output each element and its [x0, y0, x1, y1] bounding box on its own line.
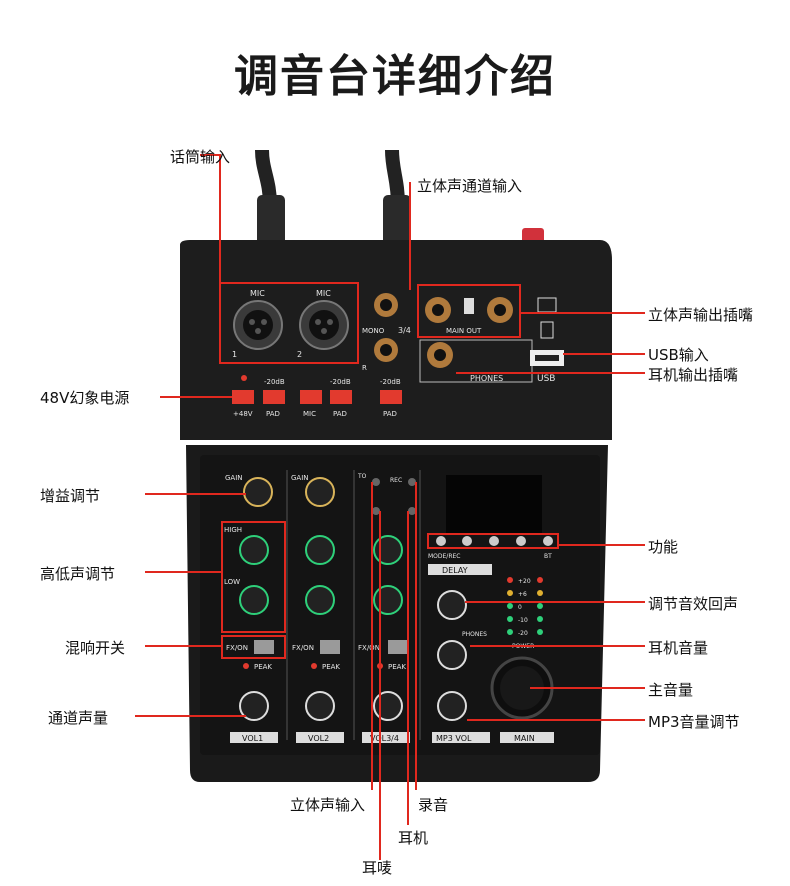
meter-4: -20	[518, 630, 528, 637]
usb-label: USB	[537, 374, 555, 384]
gain-label-2: GAIN	[291, 474, 309, 482]
main-out-label: MAIN OUT	[446, 327, 482, 335]
peak-label-3: PEAK	[388, 663, 406, 671]
callout-record: 录音	[418, 796, 449, 814]
callout-earphone-mic: 耳唛	[362, 859, 393, 877]
minus20db-3: -20dB	[380, 378, 401, 386]
top-panel	[180, 240, 612, 440]
mic-btn-label: MIC	[303, 410, 316, 418]
high-label-1: HIGH	[224, 526, 242, 534]
stereo-34-jacks: 3/4 MONO R	[362, 293, 411, 372]
main-out-jacks: MAIN OUT PHONES	[417, 284, 533, 383]
callout-reverb-switch: 混响开关	[65, 639, 126, 657]
callout-mic-input: 话筒输入	[170, 148, 231, 166]
callout-main-volume: 主音量	[648, 681, 694, 699]
callout-stereo-channel-input: 立体声通道输入	[417, 177, 523, 195]
pad-label-2: PAD	[333, 410, 347, 418]
ch1-label: 1	[232, 350, 237, 359]
phones-label: PHONES	[470, 374, 503, 383]
page-title: 调音台详细介绍	[234, 51, 556, 102]
mic1-label: MIC	[250, 289, 265, 298]
delay-label: DELAY	[442, 566, 468, 575]
rec-label: REC	[390, 477, 402, 484]
mp3vol-label: MP3 VOL	[436, 734, 472, 743]
callout-headphone-output-jack: 耳机输出插嘴	[648, 366, 739, 384]
callout-gain-adjust: 增益调节	[40, 487, 101, 505]
callout-effect-echo: 调节音效回声	[648, 595, 739, 613]
meter-1: +6	[518, 591, 527, 598]
plus48v-label: +48V	[233, 410, 253, 418]
callout-stereo-output-jack: 立体声输出插嘴	[648, 306, 754, 324]
vol2-label: VOL2	[308, 734, 329, 743]
phones2-label: PHONES	[462, 631, 487, 638]
callout-headphone: 耳机	[398, 829, 429, 847]
r-label: R	[362, 364, 367, 372]
callout-eq-adjust: 高低声调节	[40, 565, 116, 583]
phantom-pad-buttons: +48V PAD MIC PAD PAD -20dB -20dB -20dB	[232, 375, 402, 418]
callout-lines	[135, 154, 645, 860]
pad-label-3: PAD	[383, 410, 397, 418]
svg-text:TO: TO	[357, 473, 367, 480]
callout-headphone-volume: 耳机音量	[648, 639, 709, 657]
peak-label-2: PEAK	[322, 663, 340, 671]
meter-2: 0	[518, 604, 522, 611]
mic-cables	[255, 149, 544, 250]
ch34-label: 3/4	[398, 326, 411, 335]
minus20db-2: -20dB	[330, 378, 351, 386]
meter-0: +20	[518, 578, 531, 585]
gain-label-1: GAIN	[225, 474, 243, 482]
moderec-label: MODE/REC	[428, 553, 460, 560]
fxon-label-1: FX/ON	[226, 644, 248, 652]
svg-text:MONO: MONO	[362, 327, 385, 335]
callout-mp3-volume: MP3音量调节	[648, 713, 740, 731]
vol1-label: VOL1	[242, 734, 263, 743]
callout-function: 功能	[648, 538, 679, 556]
fxon-label-3: FX/ON	[358, 644, 380, 652]
mic2-label: MIC	[316, 289, 331, 298]
peak-label-1: PEAK	[254, 663, 272, 671]
meter-3: -10	[518, 617, 528, 624]
callout-usb-input: USB输入	[648, 346, 709, 364]
fxon-label-2: FX/ON	[292, 644, 314, 652]
vol34-label: VOL3/4	[370, 734, 399, 743]
callout-stereo-input: 立体声输入	[290, 796, 366, 814]
callout-phantom-power: 48V幻象电源	[40, 389, 130, 407]
usb-port: USB	[530, 297, 564, 384]
main-label: MAIN	[514, 734, 535, 743]
low-label-1: LOW	[224, 578, 240, 586]
callout-channel-volume: 通道声量	[48, 709, 109, 727]
ch2-label: 2	[297, 350, 302, 359]
minus20db-1: -20dB	[264, 378, 285, 386]
pad-label-1: PAD	[266, 410, 280, 418]
bt-label: BT	[544, 553, 552, 560]
mic-input-jacks: MIC MIC 1 2	[219, 282, 359, 364]
